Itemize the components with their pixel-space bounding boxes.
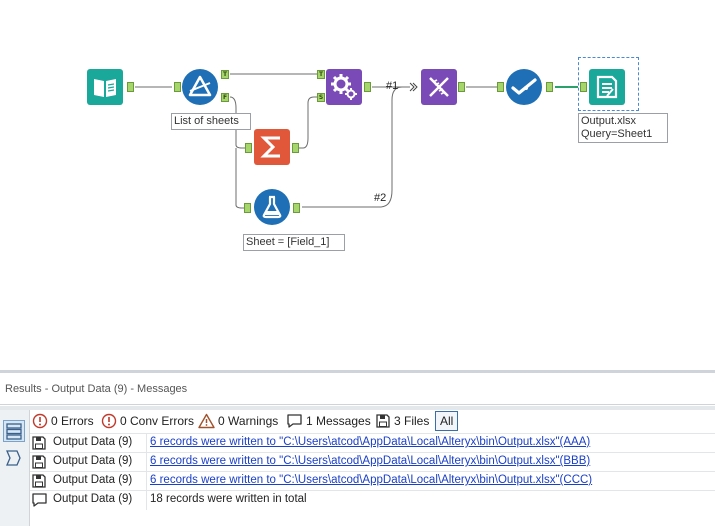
results-side-toolbar	[0, 410, 30, 526]
message-icon	[32, 493, 47, 507]
formula-annotation: Sheet = [Field_1]	[243, 234, 345, 251]
results-pane: Results - Output Data (9) - Messages 0 E…	[0, 370, 715, 526]
filter-input-anchor[interactable]	[174, 82, 181, 92]
select-tool[interactable]	[506, 69, 542, 105]
results-grip[interactable]	[0, 406, 715, 410]
output-annotation-query: Query=Sheet1	[581, 128, 653, 140]
book-icon	[94, 79, 116, 97]
row-tool-name: Output Data (9)	[53, 436, 133, 448]
row-message-link[interactable]: 6 records were written to "C:\Users\atco…	[150, 436, 591, 448]
messages-view-button[interactable]	[3, 420, 25, 442]
append-target-anchor[interactable]: T	[317, 70, 325, 79]
save-icon	[376, 414, 390, 428]
output-data-tool[interactable]	[589, 69, 625, 105]
table-row[interactable]: Output Data (9) 6 records were written t…	[30, 452, 715, 472]
table-row[interactable]: Output Data (9) 6 records were written t…	[30, 471, 715, 491]
errors-filter-label: 0 Errors	[51, 414, 94, 428]
row-message: 18 records were written in total	[150, 493, 307, 505]
connection-label-1: #1	[386, 80, 399, 92]
dynamic-input-output-anchor[interactable]	[458, 82, 465, 92]
errors-filter[interactable]: 0 Errors	[32, 410, 94, 432]
messages-filter-label: 1 Messages	[306, 414, 371, 428]
row-tool-name: Output Data (9)	[53, 455, 133, 467]
summarize-tool[interactable]	[254, 129, 290, 165]
table-row[interactable]: Output Data (9) 6 records were written t…	[30, 433, 715, 453]
conv-errors-filter-label: 0 Conv Errors	[120, 414, 195, 428]
bracket-icon	[6, 450, 21, 466]
formula-tool[interactable]	[254, 189, 290, 225]
gears-icon	[331, 74, 357, 100]
list-icon	[6, 423, 22, 440]
wire-summarize-to-append	[297, 96, 318, 149]
filter-false-anchor[interactable]: F	[221, 93, 229, 102]
select-output-anchor[interactable]	[546, 82, 553, 92]
formula-output-anchor[interactable]	[293, 203, 300, 213]
column-separator	[146, 453, 147, 472]
document-icon	[596, 75, 618, 99]
row-tool-name: Output Data (9)	[53, 474, 133, 486]
column-separator	[146, 491, 147, 510]
results-title: Results - Output Data (9) - Messages	[5, 383, 188, 395]
filter-tool[interactable]	[182, 69, 218, 105]
messages-filter[interactable]: 1 Messages	[286, 410, 371, 432]
save-icon	[32, 474, 46, 488]
output-selection-box	[578, 57, 639, 111]
append-fields-tool[interactable]	[326, 69, 362, 105]
dynamic-input-tool[interactable]	[421, 69, 457, 105]
results-divider	[0, 404, 715, 405]
multi-input-anchor[interactable]	[409, 82, 419, 92]
save-icon	[32, 436, 46, 450]
warning-icon	[198, 413, 215, 429]
wire-filter-false-to-summarize	[229, 96, 252, 149]
select-input-anchor[interactable]	[497, 82, 504, 92]
summarize-output-anchor[interactable]	[292, 143, 299, 153]
warnings-filter-label: 0 Warnings	[218, 414, 279, 428]
column-separator	[146, 472, 147, 491]
dna-icon	[429, 77, 449, 97]
append-source-anchor[interactable]: S	[317, 93, 325, 102]
data-view-button[interactable]	[3, 448, 25, 470]
formula-input-anchor[interactable]	[244, 203, 251, 213]
summarize-input-anchor[interactable]	[245, 143, 252, 153]
sigma-icon	[260, 136, 280, 158]
files-filter-label: 3 Files	[394, 414, 430, 428]
warnings-filter[interactable]: 0 Warnings	[198, 410, 278, 432]
conv-errors-filter[interactable]: 0 Conv Errors	[101, 410, 194, 432]
connection-wires	[135, 73, 578, 209]
all-filter[interactable]: All	[435, 411, 459, 431]
input-data-tool[interactable]	[87, 69, 123, 105]
wire-formula-to-dynamic-input	[302, 86, 410, 208]
results-filter-bar: 0 Errors 0 Conv Errors 0 Warnings 1 Mess…	[30, 410, 710, 432]
append-output-anchor[interactable]	[364, 82, 371, 92]
results-splitter[interactable]	[0, 370, 715, 373]
row-message-link[interactable]: 6 records were written to "C:\Users\atco…	[150, 474, 593, 486]
output-annotation: Output.xlsx Query=Sheet1	[578, 113, 668, 143]
filter-annotation: List of sheets	[171, 113, 251, 130]
table-row[interactable]: Output Data (9) 18 records were written …	[30, 490, 715, 510]
output-annotation-file: Output.xlsx	[581, 115, 637, 127]
workflow-canvas[interactable]: T F List of sheets T S #1 Sheet	[0, 0, 715, 370]
files-filter[interactable]: 3 Files	[375, 410, 429, 432]
conv-error-icon	[101, 413, 117, 429]
filter-triangle-icon	[188, 75, 212, 97]
error-icon	[32, 413, 48, 429]
column-separator	[146, 434, 147, 453]
filter-true-anchor[interactable]: T	[221, 70, 229, 79]
checkmark-icon	[511, 78, 537, 95]
input-data-output-anchor[interactable]	[127, 82, 134, 92]
save-icon	[32, 455, 46, 469]
row-tool-name: Output Data (9)	[53, 493, 133, 505]
output-input-anchor[interactable]	[580, 82, 587, 92]
wire-filter-false-to-formula	[235, 148, 250, 209]
message-icon	[287, 414, 302, 428]
row-message-link[interactable]: 6 records were written to "C:\Users\atco…	[150, 455, 591, 467]
connection-label-2: #2	[374, 192, 387, 204]
flask-icon	[262, 195, 282, 219]
